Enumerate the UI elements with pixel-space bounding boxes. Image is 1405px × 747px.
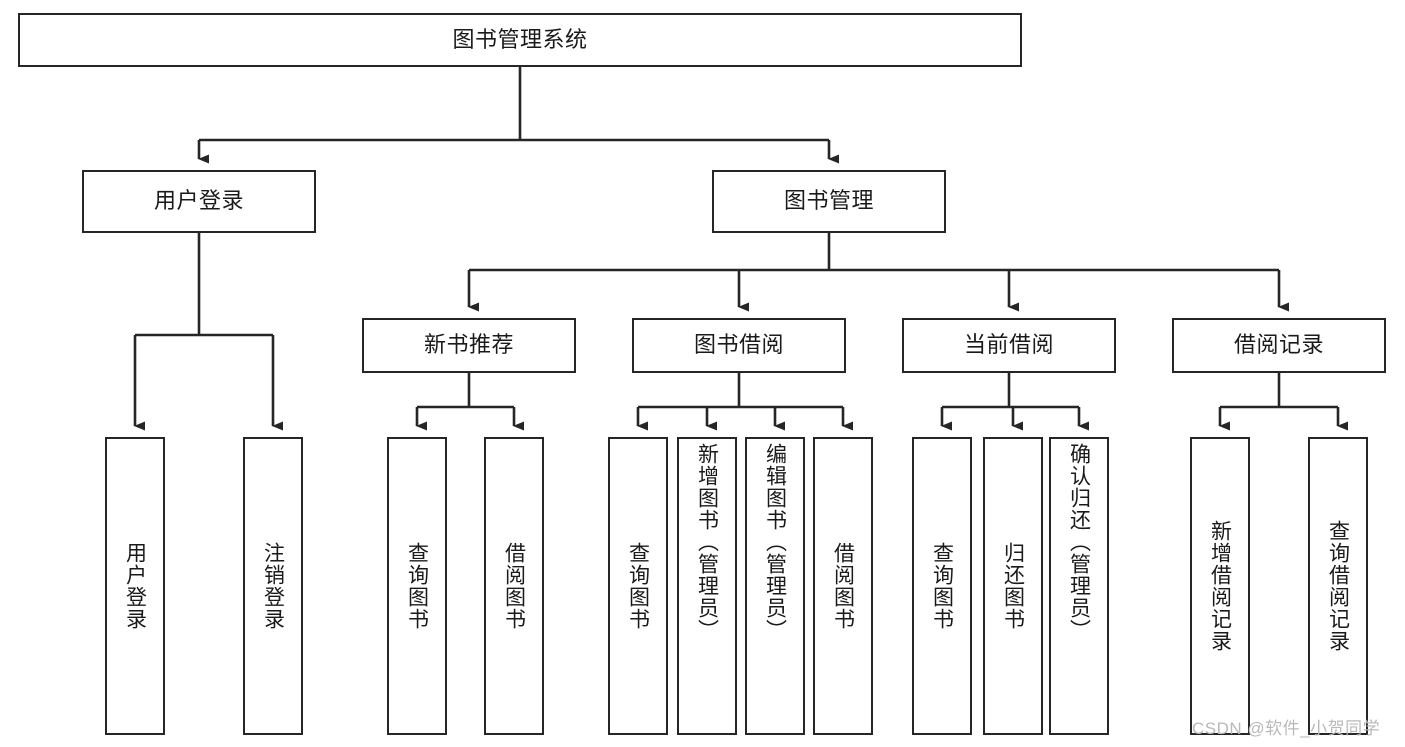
node-leaf-query-book-3[interactable]: 查询图书 <box>912 437 972 735</box>
node-label: 新增借阅记录 <box>1208 520 1232 652</box>
node-borrow-record[interactable]: 借阅记录 <box>1172 318 1386 373</box>
node-label: 借阅图书 <box>831 542 855 630</box>
node-label: 图书管理 <box>783 188 874 214</box>
node-label: 当前借阅 <box>963 332 1054 358</box>
node-label: 查询图书 <box>405 542 429 630</box>
node-label: 归还图书 <box>1001 542 1025 630</box>
node-label: 注销登录 <box>261 542 285 630</box>
node-label: 查询图书 <box>930 542 954 630</box>
node-leaf-borrow-book-1[interactable]: 借阅图书 <box>484 437 544 735</box>
node-book-borrow[interactable]: 图书借阅 <box>632 318 846 373</box>
node-label: 图书借阅 <box>693 332 784 358</box>
node-root[interactable]: 图书管理系统 <box>18 13 1022 67</box>
node-leaf-borrow-book-2[interactable]: 借阅图书 <box>813 437 873 735</box>
node-label: 新书推荐 <box>423 332 514 358</box>
node-label: 用户登录 <box>123 542 147 630</box>
node-leaf-query-record[interactable]: 查询借阅记录 <box>1308 437 1368 735</box>
node-leaf-add-book[interactable]: 新增图书（管理员） <box>677 437 737 735</box>
node-label: 图书管理系统 <box>452 26 588 52</box>
node-label: 查询图书 <box>626 542 650 630</box>
node-user-login[interactable]: 用户登录 <box>82 170 316 233</box>
node-label: 确认归还（管理员） <box>1067 443 1091 641</box>
node-label: 编辑图书（管理员） <box>763 443 787 641</box>
node-leaf-user-login[interactable]: 用户登录 <box>105 437 165 735</box>
node-leaf-confirm-return[interactable]: 确认归还（管理员） <box>1049 437 1109 735</box>
node-book-manage[interactable]: 图书管理 <box>712 170 946 233</box>
node-label: 借阅记录 <box>1233 332 1324 358</box>
node-leaf-query-book-1[interactable]: 查询图书 <box>387 437 447 735</box>
node-leaf-return-book[interactable]: 归还图书 <box>983 437 1043 735</box>
tree-edges <box>133 67 1348 431</box>
node-leaf-query-book-2[interactable]: 查询图书 <box>608 437 668 735</box>
node-label: 用户登录 <box>153 188 244 214</box>
node-leaf-add-record[interactable]: 新增借阅记录 <box>1190 437 1250 735</box>
node-new-book-recommend[interactable]: 新书推荐 <box>362 318 576 373</box>
node-leaf-edit-book[interactable]: 编辑图书（管理员） <box>745 437 805 735</box>
node-leaf-logout[interactable]: 注销登录 <box>243 437 303 735</box>
node-label: 查询借阅记录 <box>1326 520 1350 652</box>
node-label: 新增图书（管理员） <box>695 443 719 641</box>
node-current-borrow[interactable]: 当前借阅 <box>902 318 1116 373</box>
node-label: 借阅图书 <box>502 542 526 630</box>
